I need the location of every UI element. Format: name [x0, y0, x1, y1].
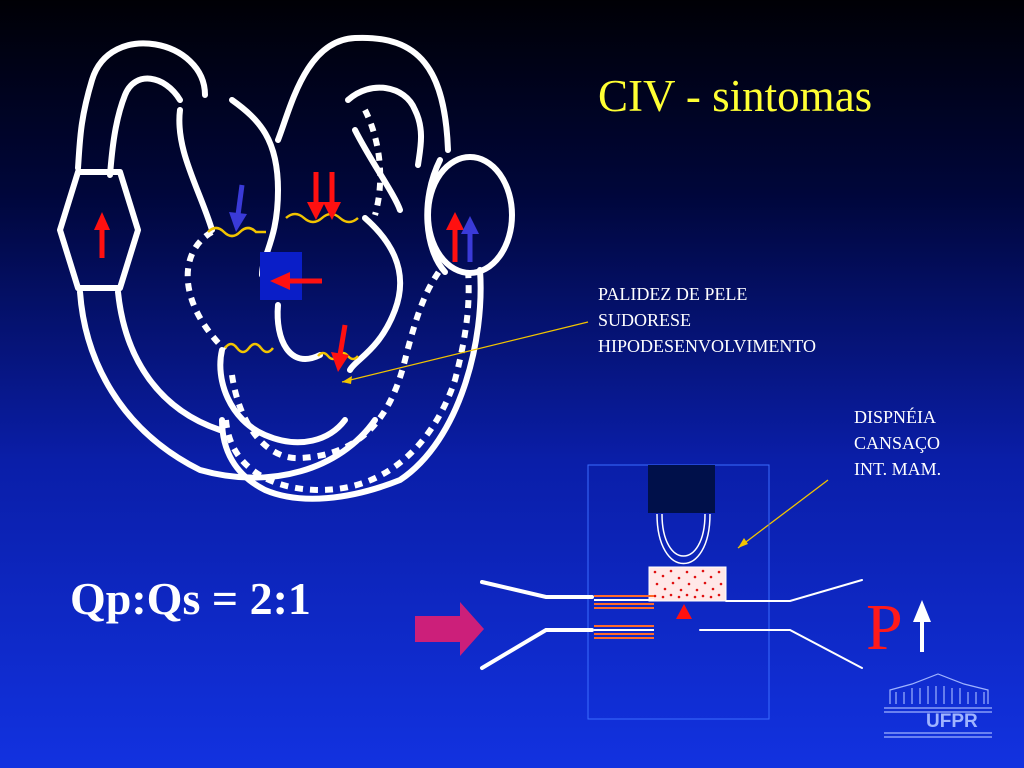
symptom-item: DISPNÉIA: [854, 407, 937, 427]
valve-upper-right: [285, 212, 359, 224]
symptom-item: INT. MAM.: [854, 459, 942, 479]
leader-arrowhead-1: [342, 376, 352, 384]
arrow-blue-upper: [229, 184, 247, 232]
striped-segment-lower: [594, 625, 654, 639]
leader-line-2: [737, 479, 829, 549]
small-red-triangle: [676, 604, 692, 619]
leader-arrowhead-2: [738, 538, 748, 548]
dashed-lower-loop: [229, 268, 443, 462]
pressure-label: P: [866, 591, 903, 664]
logo-text: UFPR: [926, 711, 978, 732]
left-vessel-inner: [107, 75, 183, 178]
tube-lower-left: [480, 628, 594, 670]
arrow-shunt: [270, 272, 322, 290]
upper-middle-vessel: [275, 34, 451, 153]
flow-ratio: Qp:Qs = 2:1: [70, 573, 311, 624]
right-outer-wall: [219, 267, 484, 502]
symptom-item: CANSAÇO: [854, 433, 941, 453]
right-ventricle-wall: [347, 215, 404, 373]
tube-upper-right: [725, 579, 863, 602]
slide-title: CIV - sintomas: [598, 71, 873, 121]
valve-upper-left: [207, 226, 266, 238]
leader-line-1: [341, 321, 589, 383]
lv-inner: [217, 347, 348, 446]
dashed-outer-loop: [223, 269, 472, 494]
symptoms-list-1: PALIDEZ DE PELE SUDORESE HIPODESENVOLVIM…: [598, 281, 816, 359]
u-loop-outer: [656, 513, 711, 565]
right-vessel-arc: [424, 157, 448, 275]
u-loop-inner: [661, 513, 706, 557]
arrow-blue-right: [461, 216, 479, 262]
left-vessel-outer: [75, 40, 208, 171]
tube-upper-left: [480, 580, 594, 599]
la-chamber: [176, 107, 215, 233]
right-arrow: [415, 602, 484, 656]
vsd-box: [260, 252, 302, 300]
left-outer-wall: [77, 289, 378, 481]
arrow-right-vessel-red: [446, 212, 464, 262]
symptom-item: PALIDEZ DE PELE: [598, 284, 748, 304]
hexagon: [57, 169, 141, 291]
dashed-septum: [362, 108, 384, 216]
tube-lower-right: [699, 629, 863, 669]
arrow-left-vessel: [94, 212, 110, 258]
dark-box: [648, 465, 715, 513]
arrow-down-pair: [307, 172, 341, 220]
symptom-item: SUDORESE: [598, 310, 692, 330]
septum-lower: [274, 302, 323, 362]
arrow-lower: [331, 324, 349, 372]
symptoms-list-2: DISPNÉIA CANSAÇO INT. MAM.: [854, 404, 941, 482]
left-inner-wall: [115, 289, 223, 433]
up-arrow: [913, 600, 931, 652]
upper-inner-vessel: [345, 84, 424, 168]
valve-lower-left: [224, 342, 274, 354]
symptom-item: HIPODESENVOLVIMENTO: [598, 336, 817, 356]
dotted-texture: [653, 569, 723, 599]
striped-segment-upper: [594, 595, 654, 609]
